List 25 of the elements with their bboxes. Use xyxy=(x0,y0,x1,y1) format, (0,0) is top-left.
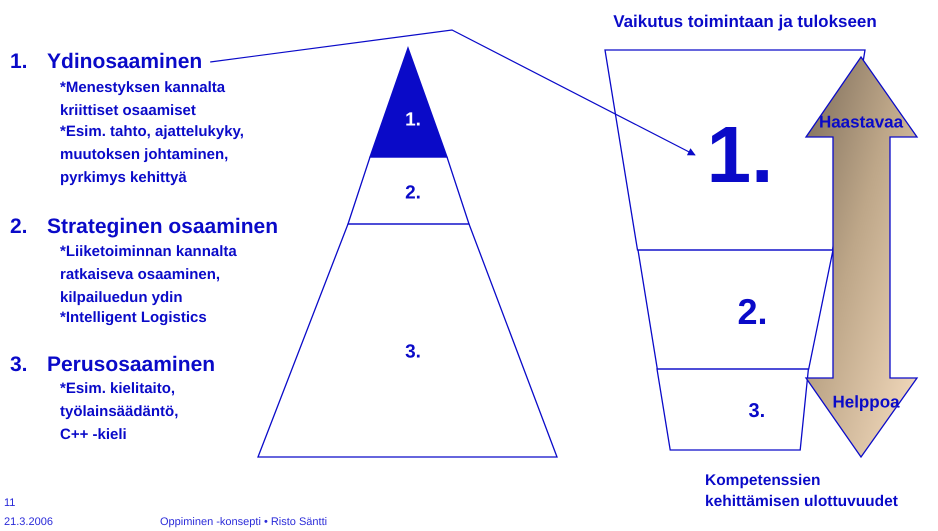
scale-label: Haastavaa xyxy=(818,114,904,130)
footer-text: Oppiminen -konsepti • Risto Säntti xyxy=(160,515,328,529)
arrow xyxy=(210,29,696,156)
footer-date: 21.3.2006 xyxy=(4,515,54,529)
list-number: 2. xyxy=(10,214,29,240)
description-text: *Liiketoiminnan kannalta ratkaiseva osaaminen, kilpailuedun ydin xyxy=(60,242,238,308)
list-heading: Ydinosaaminen xyxy=(47,49,202,75)
page-number: 11 xyxy=(4,496,16,510)
axis-caption: Kompetenssien kehittämisen ulottuvuudet xyxy=(705,471,899,512)
list-heading: Perusosaaminen xyxy=(47,352,216,378)
tier-number: 2. xyxy=(737,294,768,330)
tier-number: 1. xyxy=(405,110,421,130)
description-text: *Esim. kielitaito, työlainsäädäntö, C++ -kieli xyxy=(60,379,180,445)
description-text: *Intelligent Logistics xyxy=(60,308,208,328)
funnel-heading: Vaikutus toimintaan ja tulokseen xyxy=(612,11,878,33)
tier-number: 3. xyxy=(405,342,421,362)
list-number: 1. xyxy=(10,49,28,75)
scale-label: Helppoa xyxy=(832,394,900,410)
description-text: *Esim. tahto, ajattelukyky, muutoksen johtaminen, pyrkimys kehittyä xyxy=(60,122,245,188)
tier-number: 2. xyxy=(405,184,421,202)
list-heading: Strateginen osaaminen xyxy=(47,214,280,240)
list-number: 3. xyxy=(10,352,29,378)
tier-number: 3. xyxy=(748,401,766,421)
description-text: *Menestyksen kannalta kriittiset osaamiset xyxy=(60,78,226,121)
tier-number: 1. xyxy=(706,115,774,195)
